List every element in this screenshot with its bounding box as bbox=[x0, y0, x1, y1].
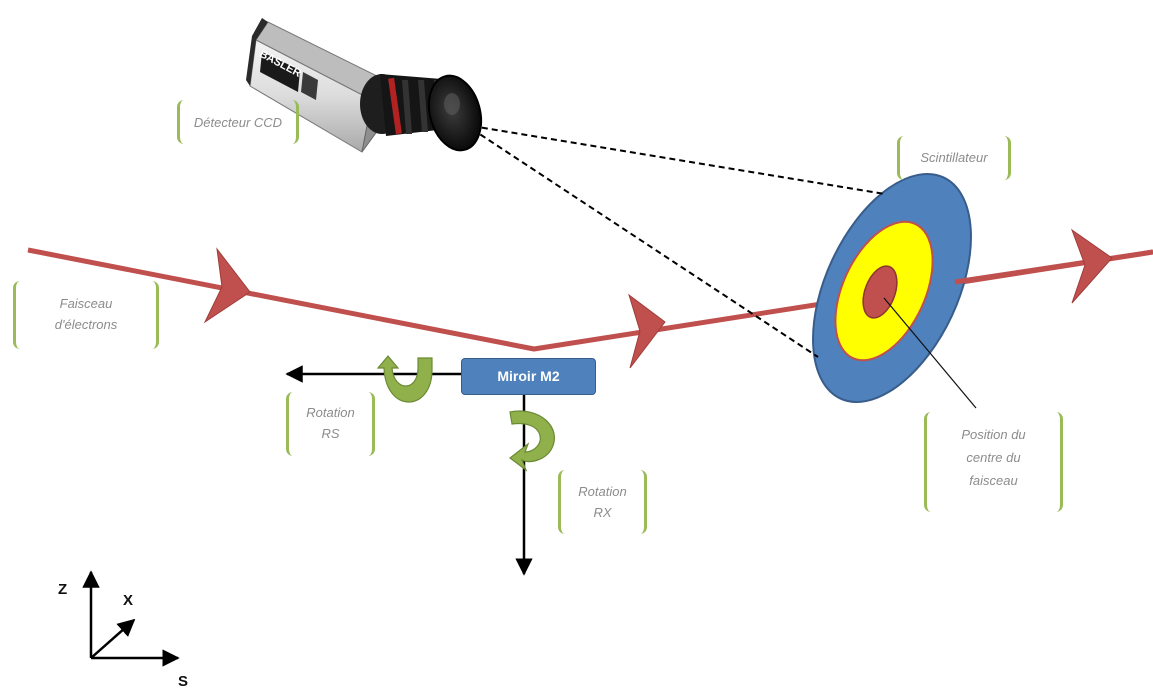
beam-arrowhead-3 bbox=[1070, 228, 1113, 304]
label-rotation-rs-line1: Rotation bbox=[306, 405, 355, 420]
beam-arrowhead-2 bbox=[628, 293, 666, 369]
label-beam-line1: Faisceau bbox=[59, 296, 113, 311]
label-beam-line2: d'électrons bbox=[54, 317, 118, 332]
label-box-detector bbox=[177, 100, 299, 144]
axis-label-z: Z bbox=[58, 581, 68, 598]
axis-label-s: S bbox=[178, 673, 189, 690]
label-box-rotation-rx bbox=[558, 470, 647, 534]
beam-center-pointer bbox=[883, 297, 977, 409]
label-beam-center-line1: Position du bbox=[961, 427, 1026, 442]
axis-label-x: X bbox=[123, 592, 134, 609]
mirror-m2: Miroir M2 bbox=[461, 358, 596, 395]
label-beam-center-line2: centre du bbox=[966, 450, 1021, 465]
label-rotation-rx-line1: Rotation bbox=[578, 484, 627, 499]
camera-sight-line-top bbox=[471, 125, 886, 195]
label-box-beam-center bbox=[924, 412, 1063, 512]
electron-beam-line bbox=[27, 247, 1153, 352]
beam-arrowhead-1 bbox=[203, 247, 251, 324]
camera-sight-line-bottom bbox=[471, 128, 819, 358]
rotation-rs-icon bbox=[376, 355, 433, 403]
axis-x-arrow bbox=[90, 618, 136, 659]
label-box-rotation-rs bbox=[286, 392, 375, 456]
label-box-scintillator bbox=[897, 136, 1011, 180]
label-detector: Détecteur CCD bbox=[193, 115, 283, 130]
label-rotation-rs-line2: RS bbox=[321, 426, 340, 441]
label-box-beam bbox=[13, 281, 159, 349]
beam-exit-segment bbox=[954, 249, 1153, 285]
label-rotation-rx-line2: RX bbox=[593, 505, 612, 520]
ccd-camera-icon bbox=[246, 18, 483, 153]
label-beam-center-line3: faisceau bbox=[969, 473, 1018, 488]
rotation-rx-icon bbox=[509, 410, 555, 472]
scintillator-target bbox=[812, 172, 972, 404]
label-scintillator: Scintillateur bbox=[920, 150, 988, 165]
